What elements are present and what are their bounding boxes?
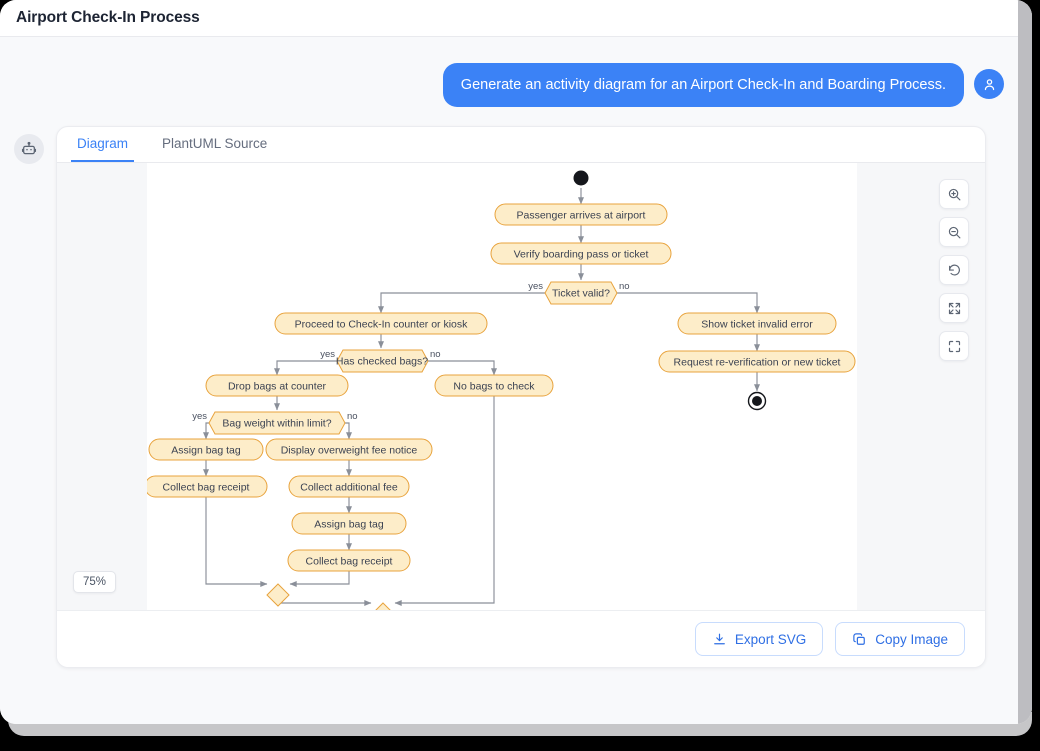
activity-label: Assign bag tag: [314, 519, 384, 531]
reset-button[interactable]: [939, 255, 969, 285]
fit-screen-button[interactable]: [939, 293, 969, 323]
activity-node: No bags to check: [434, 374, 554, 397]
activity-node: Display overweight fee notice: [265, 438, 433, 461]
activity-label: Collect bag receipt: [163, 482, 250, 494]
decision-node: Ticket valid?: [544, 281, 618, 305]
decision-node: Bag weight within limit?: [208, 411, 346, 435]
copy-image-label: Copy Image: [875, 631, 948, 647]
start-node: [573, 170, 589, 186]
decision-label: Has checked bags?: [336, 356, 428, 368]
edge-labels: yes no yes no yes no: [192, 281, 629, 422]
edge-label-yes: yes: [528, 281, 543, 292]
edge-label-no: no: [347, 411, 358, 422]
zoom-in-icon: [948, 188, 960, 200]
activity-node: Verify boarding pass or ticket: [490, 242, 672, 265]
merge-nodes: [266, 583, 391, 610]
activity-node: Collect bag receipt: [147, 475, 268, 498]
zoom-out-icon: [948, 226, 960, 238]
fullscreen-button[interactable]: [939, 331, 969, 361]
activity-label: Collect bag receipt: [306, 556, 393, 568]
decision-nodes: Ticket valid? Has checked bags? Bag weig…: [208, 281, 618, 435]
end-node: [747, 391, 767, 411]
activity-label: Passenger arrives at airport: [517, 210, 646, 222]
main-content-area: Generate an activity diagram for an Airp…: [0, 37, 1018, 724]
tab-diagram[interactable]: Diagram: [71, 127, 135, 162]
merge-node: [375, 602, 391, 610]
export-svg-button[interactable]: Export SVG: [694, 622, 824, 656]
page-title: Airport Check-In Process: [16, 9, 200, 26]
activity-label: Proceed to Check-In counter or kiosk: [295, 319, 468, 331]
assistant-avatar: [14, 134, 44, 164]
assistant-message-row: Diagram PlantUML Source: [14, 126, 1004, 668]
download-icon: [714, 633, 725, 644]
diagram-edges: [202, 188, 760, 607]
decision-label: Ticket valid?: [552, 288, 610, 300]
zoom-level-badge: 75%: [73, 571, 117, 593]
tab-plantuml-source[interactable]: PlantUML Source: [162, 136, 268, 151]
activity-node: Assign bag tag: [291, 512, 407, 535]
activity-node: Assign bag tag: [148, 438, 264, 461]
zoom-out-button[interactable]: [939, 217, 969, 247]
reset-icon: [948, 264, 960, 276]
merge-node: [266, 583, 290, 607]
fullscreen-icon: [948, 340, 960, 352]
decision-node: Has checked bags?: [336, 349, 429, 373]
activity-label: Show ticket invalid error: [701, 319, 813, 331]
export-svg-label: Export SVG: [734, 631, 807, 647]
activity-label: Assign bag tag: [171, 445, 241, 457]
activity-node: Proceed to Check-In counter or kiosk: [274, 312, 488, 335]
activity-label: Drop bags at counter: [228, 381, 327, 393]
zoom-toolbar: [939, 179, 969, 361]
decision-label: Bag weight within limit?: [222, 418, 331, 430]
diagram-viewport[interactable]: Passenger arrives at airport Verify boar…: [57, 163, 985, 611]
activity-node: Show ticket invalid error: [677, 312, 837, 335]
activity-label: No bags to check: [453, 381, 535, 393]
activity-label: Request re-verification or new ticket: [674, 357, 841, 369]
edge-label-no: no: [619, 281, 630, 292]
copy-icon: [853, 632, 866, 645]
user-message-row: Generate an activity diagram for an Airp…: [0, 63, 1018, 108]
activity-nodes: Passenger arrives at airport Verify boar…: [147, 203, 856, 572]
window-scrollbar[interactable]: [1018, 0, 1032, 724]
diagram-canvas[interactable]: Passenger arrives at airport Verify boar…: [147, 163, 857, 610]
activity-node: Request re-verification or new ticket: [658, 350, 856, 373]
diagram-result-card: Diagram PlantUML Source: [56, 126, 986, 668]
title-bar: Airport Check-In Process: [0, 0, 1018, 37]
activity-label: Display overweight fee notice: [281, 445, 418, 457]
user-avatar: [974, 69, 1004, 99]
fit-screen-icon: [948, 302, 960, 314]
edge-label-no: no: [430, 349, 441, 360]
activity-label: Verify boarding pass or ticket: [514, 249, 649, 261]
activity-label: Collect additional fee: [300, 482, 398, 494]
edge-label-yes: yes: [192, 411, 207, 422]
activity-node: Collect bag receipt: [287, 549, 411, 572]
user-message-bubble: Generate an activity diagram for an Airp…: [442, 63, 964, 108]
activity-diagram-svg: Passenger arrives at airport Verify boar…: [147, 170, 856, 610]
user-icon: [984, 78, 994, 90]
zoom-in-button[interactable]: [939, 179, 969, 209]
edge-label-yes: yes: [320, 349, 335, 360]
activity-node: Passenger arrives at airport: [494, 203, 668, 226]
tab-bar: Diagram PlantUML Source: [57, 127, 985, 163]
copy-image-button[interactable]: Copy Image: [835, 622, 965, 656]
robot-icon: [21, 141, 37, 155]
activity-node: Drop bags at counter: [205, 374, 349, 397]
app-window: Airport Check-In Process Generate an act…: [0, 0, 1032, 724]
activity-node: Collect additional fee: [288, 475, 410, 498]
card-footer: Export SVG Copy Image: [57, 611, 985, 667]
